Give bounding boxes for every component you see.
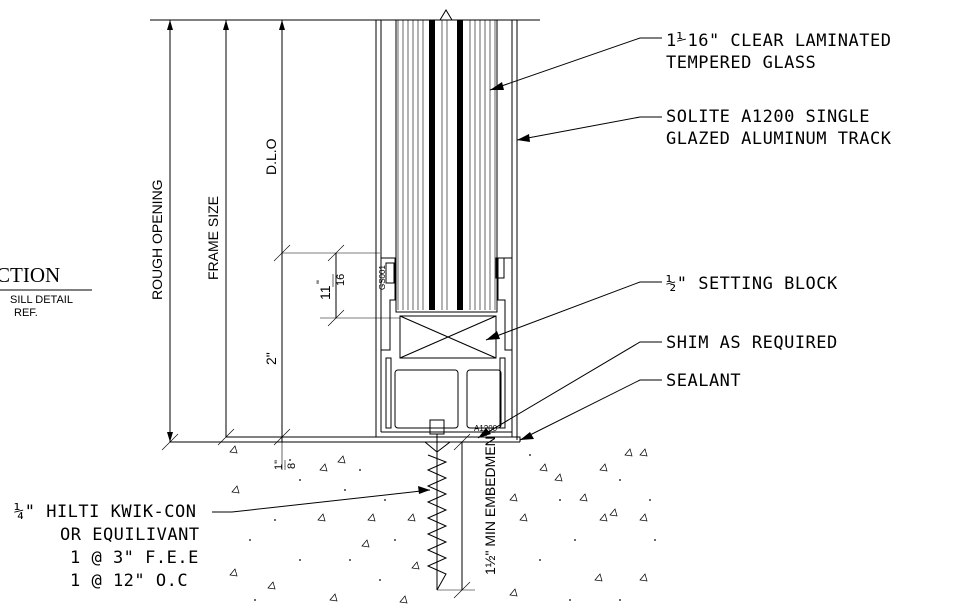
glass-bite-dimension <box>320 244 400 327</box>
gasket-tag: GS001 <box>378 265 387 290</box>
anchor-screw <box>423 419 452 591</box>
setting-block <box>399 315 497 359</box>
svg-text:16: 16 <box>335 274 347 286</box>
embedment-label: 1½" MIN EMBEDMENT <box>482 427 498 575</box>
sill-height-label: 2" <box>263 352 279 365</box>
svg-text:8: 8 <box>286 463 298 469</box>
laminated-glass-pane <box>395 9 498 313</box>
section-subtitle: SILL DETAIL <box>10 294 73 306</box>
rough-opening-label: ROUGH OPENING <box>149 179 165 300</box>
section-title: CTION <box>0 263 60 287</box>
anchor-callout-line2: OR EQUILIVANT <box>60 525 200 545</box>
anchor-callout-line4: 1 @ 12" O.C <box>70 571 188 591</box>
sealant-callout: SEALANT <box>666 371 741 391</box>
track-chambers <box>394 369 502 429</box>
svg-text:11: 11 <box>317 285 333 300</box>
track-callout-line1: SOLITE A1200 SINGLE <box>666 107 870 127</box>
glass-bite-label: 11 " 16 <box>315 274 347 300</box>
anchor-callout-line3: 1 @ 3" F.E.E <box>70 548 199 568</box>
concrete-dots <box>249 454 656 601</box>
glass-callout-line1: 1⅟16" CLEAR LAMINATED <box>666 31 891 51</box>
dlo-dimension <box>273 20 380 446</box>
leader-lines <box>212 37 662 513</box>
concrete-slab <box>229 445 648 604</box>
section-reference: REF. <box>14 307 38 319</box>
svg-text:1": 1" <box>273 460 285 470</box>
glass-callout-line2: TEMPERED GLASS <box>666 53 816 73</box>
anchor-callout-line1: ¼" HILTI KWIK-CON <box>14 502 197 522</box>
frame-size-label: FRAME SIZE <box>205 196 221 280</box>
track-callout-line2: GLAZED ALUMINUM TRACK <box>666 129 892 149</box>
setting-block-callout: ½" SETTING BLOCK <box>666 274 838 294</box>
shim-callout: SHIM AS REQUIRED <box>666 333 838 353</box>
aluminum-track <box>375 20 521 442</box>
dlo-label: D.L.O <box>263 138 279 175</box>
embedment-dimension <box>437 433 475 599</box>
gap-label: 1" 8 <box>273 460 298 470</box>
svg-text:": " <box>315 280 327 284</box>
